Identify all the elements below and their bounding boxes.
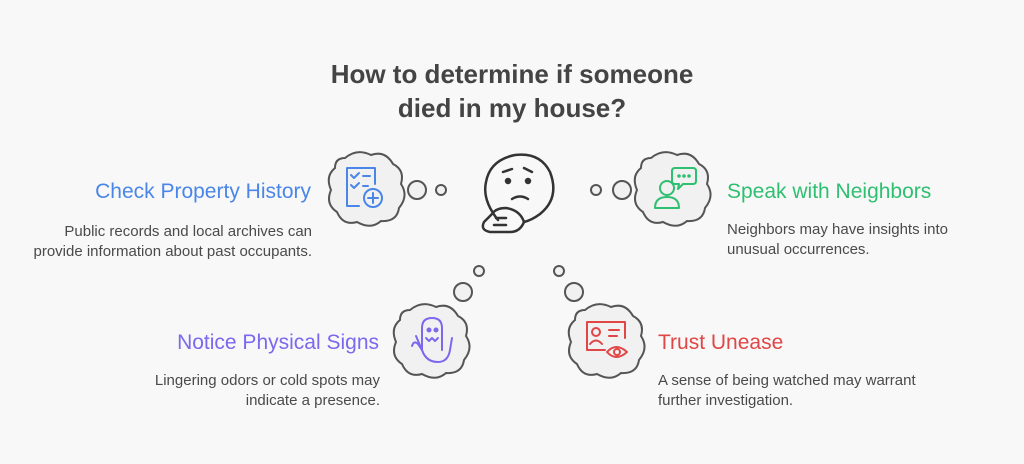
title-line-2: died in my house? [397, 93, 627, 123]
cloud-shape [392, 303, 471, 379]
heading-check-property-history: Check Property History [95, 180, 311, 203]
description-notice-physical-signs: Lingering odors or cold spots may indica… [154, 372, 380, 409]
heading-notice-physical-signs: Notice Physical Signs [177, 331, 379, 354]
connector-dots [407, 180, 632, 302]
dot-lower-right-small [553, 265, 565, 277]
page-title: How to determine if someone died in my h… [0, 57, 1024, 125]
dot-left-large [407, 180, 427, 200]
cloud-shape [567, 303, 646, 379]
cloud-trust-unease [567, 303, 646, 379]
title-line-1: How to determine if someone [330, 59, 694, 89]
person-speech-bubble-icon [654, 167, 697, 209]
description-speak-with-neighbors: Neighbors may have insights into unusual… [727, 221, 948, 258]
ghost-hand-icon [411, 317, 453, 363]
cloud-shape [327, 151, 406, 227]
id-card-eye-icon [586, 321, 628, 358]
dot-right-small [590, 184, 602, 196]
description-trust-unease: A sense of being watched may warrant fur… [658, 372, 916, 409]
cloud-shape [633, 151, 712, 227]
cloud-physical-signs [392, 303, 471, 379]
dot-lower-left-large [453, 282, 473, 302]
document-check-plus-icon [346, 167, 383, 208]
dot-lower-right-large [564, 282, 584, 302]
heading-speak-with-neighbors: Speak with Neighbors [727, 180, 932, 203]
dot-lower-left-small [473, 265, 485, 277]
heading-trust-unease: Trust Unease [658, 331, 784, 354]
dot-left-small [435, 184, 447, 196]
cloud-speak-neighbors [633, 151, 712, 227]
thinking-face-icon [481, 153, 555, 234]
dot-right-large [612, 180, 632, 200]
description-check-property-history: Public records and local archives can pr… [33, 223, 312, 260]
cloud-property-history [327, 151, 406, 227]
